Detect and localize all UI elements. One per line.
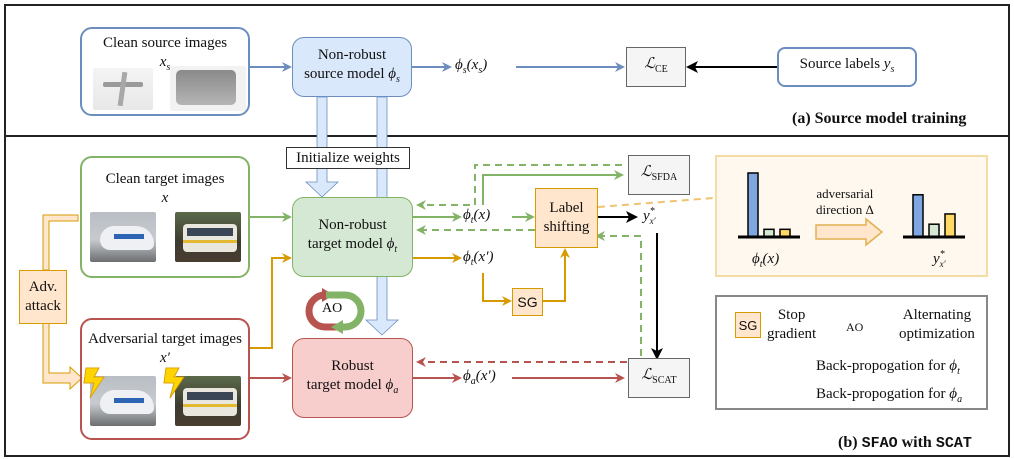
clean-target-images-box: Clean target images x	[80, 156, 250, 278]
source-output-label: ϕs(xs)	[455, 57, 488, 76]
arrow-adv-to-target-model	[250, 253, 292, 349]
clean-target-var: x	[161, 190, 169, 206]
initialize-weights-label: Initialize weights	[286, 147, 410, 169]
source-bus-image	[170, 66, 246, 111]
target-bus-image	[175, 212, 241, 262]
adv-attack-box: Adv. attack	[19, 270, 67, 324]
inset-bars	[738, 172, 965, 239]
stop-gradient-box: SG	[512, 288, 543, 316]
robust-model-box: Robust target model ϕa	[292, 338, 413, 418]
loss-sfda-box: ℒSFDA	[628, 155, 690, 195]
source-airplane-image	[93, 68, 153, 110]
adv-target-var: x′	[160, 350, 170, 366]
source-model-box: Non-robust source model ϕs	[292, 37, 412, 97]
inset-right-label: y*x′	[933, 249, 946, 269]
adv-bus-image	[175, 376, 241, 426]
inset-link	[597, 197, 714, 208]
clean-source-images-box: Clean source images xs	[80, 27, 250, 116]
label-shift-inset	[715, 155, 988, 277]
ao-cycle-icon	[305, 288, 365, 334]
source-model-line2: source model ϕs	[304, 65, 400, 85]
label-shifting-box: Label shifting	[535, 188, 598, 248]
legend-bp-t-text: Back-propogation for ϕt	[816, 358, 960, 377]
panel-b-caption: (b) SFAO with SCAT	[838, 434, 972, 452]
legend-bp-a-text: Back-propogation for ϕa	[816, 386, 963, 405]
ao-label: AO	[322, 301, 343, 316]
backprop-lsfda-to-target	[416, 164, 622, 210]
target-airplane-image	[90, 212, 156, 262]
loss-ce-box: ℒCE	[626, 47, 686, 87]
arrow-phi-t-x-to-lsfda	[482, 170, 624, 205]
arrow-phi-t-xp-to-sg	[482, 273, 512, 306]
inset-direction-text: adversarial direction Δ	[816, 186, 874, 217]
arrow-sg-to-label-shift	[543, 248, 570, 302]
backprop-lscat-to-label-shift	[595, 231, 642, 368]
inset-right-bar-0	[912, 194, 924, 238]
inset-right-bar-1	[928, 223, 940, 238]
legend-ao-text: Alternating optimization	[899, 307, 975, 342]
loss-scat-box: ℒSCAT	[628, 358, 690, 398]
panel-a-caption: (a) Source model training	[792, 110, 967, 127]
target-model-box: Non-robust target model ϕt	[292, 197, 413, 277]
phi-t-x-label: ϕt(x)	[463, 207, 491, 226]
source-var-xs: xs	[159, 54, 171, 73]
phi-a-xp-label: ϕa(x′)	[463, 368, 496, 387]
legend-sg-text: Stop gradient	[767, 307, 817, 342]
source-model-line1: Non-robust	[317, 46, 387, 63]
y-star-label: y*x′	[643, 206, 656, 226]
inset-right-bar-2	[944, 213, 956, 238]
adv-airplane-image	[90, 376, 156, 426]
inset-left-bar-0	[747, 172, 759, 238]
inset-left-label: ϕt(x)	[752, 251, 780, 270]
adversarial-direction-arrow	[815, 217, 884, 247]
adv-target-title: Adversarial target images	[88, 331, 242, 347]
clean-source-images-title: Clean source images	[102, 35, 228, 51]
adversarial-target-images-box: Adversarial target images x′	[80, 318, 250, 440]
legend-ao-box: AO	[846, 320, 864, 334]
legend-sg-box: SG	[735, 312, 761, 338]
source-labels-box: Source labels ys	[777, 47, 917, 87]
clean-target-title: Clean target images	[105, 171, 225, 187]
phi-t-xp-label: ϕt(x′)	[463, 249, 494, 268]
